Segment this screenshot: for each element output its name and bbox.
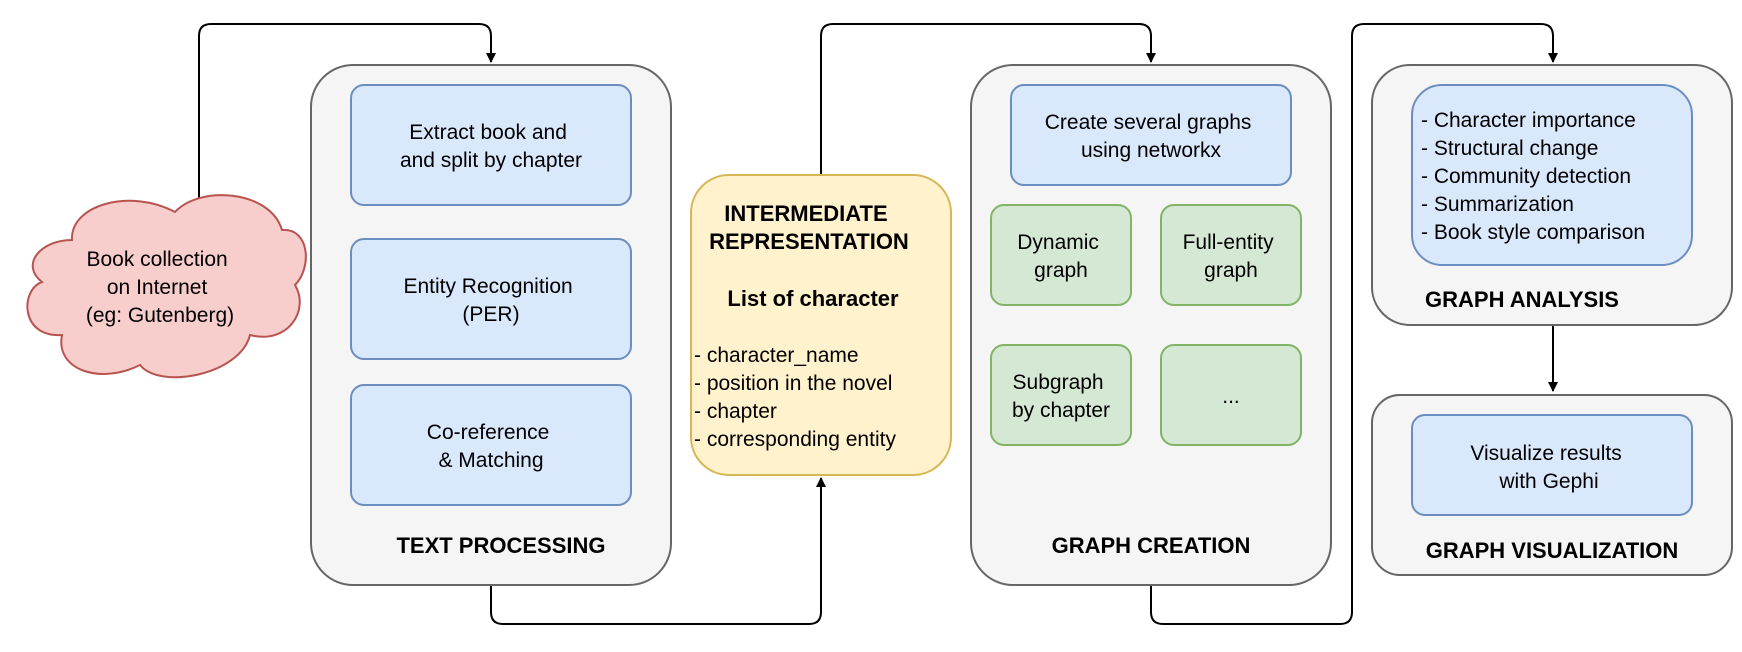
intermediate-representation-box <box>690 174 952 476</box>
graph-type-line: Full-entity <box>1183 231 1275 254</box>
step-coreference: Co-reference & Matching <box>350 384 632 506</box>
graph-type-line: graph <box>1034 259 1088 282</box>
step-extract-book-box <box>350 84 632 206</box>
step-line: Co-reference <box>427 421 550 444</box>
graph-type-subgraph-box <box>990 344 1132 446</box>
step-coreference-box <box>350 384 632 506</box>
graph-analysis-group: - Character importance - Structural chan… <box>1371 64 1733 326</box>
step-line: (PER) <box>462 303 519 326</box>
create-graphs-box <box>1010 84 1292 186</box>
step-line: & Matching <box>438 449 543 472</box>
svg-text:Entity Recognition (PE: Entity Recognition (PER) <box>403 275 578 326</box>
graph-type-line: Dynamic <box>1017 231 1099 254</box>
intermediate-field: - position in the novel <box>694 372 892 395</box>
analysis-item: - Character importance <box>1421 109 1636 132</box>
graph-type-line: graph <box>1204 259 1258 282</box>
graph-creation-panel <box>970 64 1332 586</box>
analysis-item: - Book style comparison <box>1421 221 1645 244</box>
intermediate-title-line: REPRESENTATION <box>709 229 909 254</box>
arrow-text-processing-to-intermediate <box>490 477 826 625</box>
visualize-results-box <box>1411 414 1693 516</box>
graph-type-subgraph: Subgraph by chapter <box>990 344 1132 446</box>
graph-type-line: Subgraph <box>1013 371 1104 394</box>
step-line: Visualize results <box>1470 442 1621 465</box>
cloud-shape <box>26 194 307 379</box>
text-processing-group: Extract book and and split by chapter En… <box>310 64 672 586</box>
svg-text:Book collection on Inter: Book collection on Internet (eg: Gutenbe… <box>86 248 234 327</box>
analysis-tasks-box <box>1411 84 1693 266</box>
graph-type-dynamic: Dynamic graph <box>990 204 1132 306</box>
intermediate-title-line: INTERMEDIATE <box>724 201 887 226</box>
graph-creation-group: Create several graphs using networkx Dyn… <box>970 64 1332 586</box>
svg-text:Extract book and and s: Extract book and and split by chapter <box>400 121 582 172</box>
graph-type-ellipsis: ... <box>1222 385 1240 408</box>
create-graphs-step: Create several graphs using networkx <box>1010 84 1292 186</box>
step-line: Entity Recognition <box>403 275 572 298</box>
intermediate-subtitle: List of character <box>727 286 899 311</box>
svg-text:- character_name - posit: - character_name - position in the novel… <box>694 344 898 451</box>
svg-text:Dynamic graph: Dynamic graph <box>1017 231 1105 282</box>
intermediate-representation: INTERMEDIATE REPRESENTATION List of char… <box>690 174 952 476</box>
step-line: Extract book and <box>409 121 567 144</box>
svg-text:Full-entity graph: Full-entity graph <box>1183 231 1280 282</box>
graph-type-line: by chapter <box>1012 399 1110 422</box>
step-entity-recognition-box <box>350 238 632 360</box>
intermediate-field: - corresponding entity <box>694 428 896 451</box>
svg-text:INTERMEDIATE REPRESENTAT: INTERMEDIATE REPRESENTATION <box>709 201 909 254</box>
graph-type-more: ... <box>1160 344 1302 446</box>
graph-type-full-entity-box <box>1160 204 1302 306</box>
analysis-item: - Structural change <box>1421 137 1598 160</box>
analysis-item: - Community detection <box>1421 165 1631 188</box>
step-line: with Gephi <box>1498 470 1598 493</box>
step-entity-recognition: Entity Recognition (PER) <box>350 238 632 360</box>
svg-text:Visualize results with G: Visualize results with Gephi <box>1470 442 1627 493</box>
intermediate-field: - chapter <box>694 400 777 423</box>
step-extract-book: Extract book and and split by chapter <box>350 84 632 206</box>
graph-type-full-entity: Full-entity graph <box>1160 204 1302 306</box>
svg-text:Subgraph by chapter: Subgraph by chapter <box>1012 371 1110 422</box>
arrow-graph-creation-to-analysis <box>1150 23 1558 625</box>
source-line: (eg: Gutenberg) <box>86 304 234 327</box>
analysis-item: - Summarization <box>1421 193 1574 216</box>
text-processing-title: TEXT PROCESSING <box>396 533 605 558</box>
graph-visualization-group: Visualize results with Gephi GRAPH VISUA… <box>1371 394 1733 576</box>
svg-text:Create several graphs: Create several graphs using networkx <box>1045 111 1257 162</box>
svg-text:Co-reference & Matchin: Co-reference & Matching <box>427 421 555 472</box>
graph-type-more-box <box>1160 344 1302 446</box>
graph-creation-title: GRAPH CREATION <box>1052 533 1251 558</box>
graph-analysis-title: GRAPH ANALYSIS <box>1425 287 1619 312</box>
intermediate-field: - character_name <box>694 344 859 367</box>
graph-visualization-title: GRAPH VISUALIZATION <box>1426 538 1679 563</box>
source-line: Book collection <box>86 248 227 271</box>
arrow-source-to-text-processing <box>198 23 496 218</box>
step-line: using networkx <box>1081 139 1222 162</box>
source-line: on Internet <box>107 276 208 299</box>
step-line: and split by chapter <box>400 149 582 172</box>
arrow-intermediate-to-graph-creation <box>820 23 1156 174</box>
step-line: Create several graphs <box>1045 111 1252 134</box>
book-collection-cloud: Book collection on Internet (eg: Gutenbe… <box>26 194 307 379</box>
svg-text:- Character importance -: - Character importance - Structural chan… <box>1421 109 1645 244</box>
graph-type-dynamic-box <box>990 204 1132 306</box>
